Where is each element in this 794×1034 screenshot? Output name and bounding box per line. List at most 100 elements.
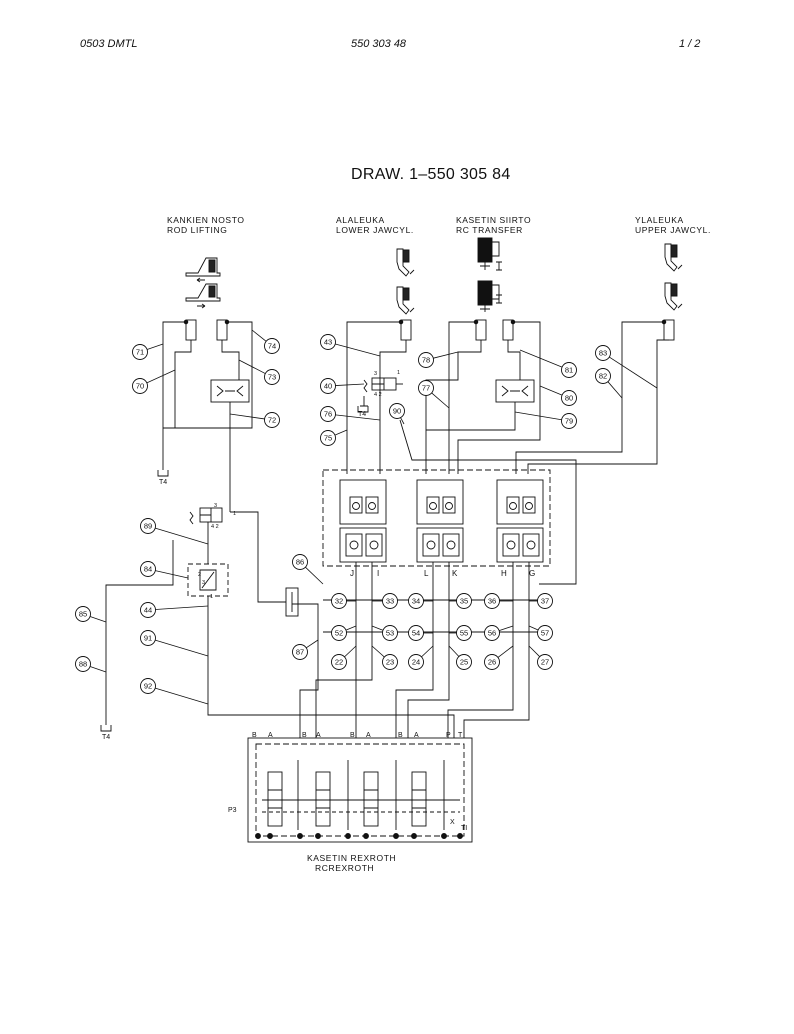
callout-leader — [498, 625, 514, 632]
callout-number: 43 — [324, 338, 332, 347]
lock-valve-left — [210, 379, 250, 403]
rexroth-spools — [262, 760, 460, 830]
callout-leader — [400, 417, 405, 425]
callout-36: 36 — [484, 593, 513, 609]
callout-number: 54 — [412, 629, 420, 638]
valve-small-label: 4 2 — [211, 524, 219, 530]
group-label-line1: KANKIEN NOSTO — [167, 215, 245, 225]
callout-number: 75 — [324, 434, 332, 443]
callout-circle — [292, 554, 308, 570]
block-port-label: A — [316, 732, 321, 739]
block-port-label: A — [366, 732, 371, 739]
tank-label: T4 — [159, 479, 167, 486]
callout-number: 88 — [79, 660, 87, 669]
callout-27: 27 — [528, 645, 553, 670]
callout-76: 76 — [320, 406, 381, 422]
callout-number: 81 — [565, 366, 573, 375]
callout-number: 32 — [335, 597, 343, 606]
callout-number: 57 — [541, 629, 549, 638]
callout-circle — [132, 378, 148, 394]
callout-number: 70 — [136, 382, 144, 391]
callout-circle — [408, 593, 424, 609]
header-center: 550 303 48 — [351, 38, 407, 50]
callout-82: 82 — [595, 368, 623, 399]
callout-number: 83 — [599, 349, 607, 358]
callout-leader — [539, 385, 563, 396]
callout-leader — [305, 566, 324, 585]
callout-number: 33 — [386, 597, 394, 606]
port-letter: J — [350, 569, 354, 578]
callout-circle — [264, 338, 280, 354]
group-label-line1: KASETIN SIIRTO — [456, 215, 532, 225]
callout-44: 44 — [140, 602, 209, 618]
callout-circle — [382, 654, 398, 670]
callout-leader — [514, 411, 562, 421]
callout-circle — [140, 561, 156, 577]
callout-number: 23 — [386, 658, 394, 667]
callout-number: 56 — [488, 629, 496, 638]
callout-circle — [389, 403, 405, 419]
drawing-title: DRAW. 1–550 305 84 — [351, 166, 511, 183]
callout-circle — [382, 625, 398, 641]
callout-circle — [456, 593, 472, 609]
callout-number: 91 — [144, 634, 152, 643]
cylinders — [185, 319, 675, 341]
group-label-line2: ROD LIFTING — [167, 225, 228, 235]
callout-leader — [371, 645, 385, 658]
callout-37: 37 — [529, 593, 553, 609]
callout-number: 55 — [460, 629, 468, 638]
block-port-label: A — [414, 732, 419, 739]
distribution-lines — [292, 562, 546, 738]
valve-small-label: 1 — [233, 511, 236, 517]
callout-79: 79 — [514, 411, 577, 429]
callout-circle — [331, 593, 347, 609]
rc-transfer-lines — [425, 321, 541, 474]
rod-lifting-lines — [162, 321, 253, 512]
callout-circle — [484, 593, 500, 609]
callout-leader — [155, 687, 209, 705]
block-port-label: TI — [461, 825, 467, 832]
callout-24: 24 — [408, 645, 434, 670]
callout-leader — [89, 666, 107, 673]
callout-leader — [155, 527, 209, 545]
callout-circle — [331, 654, 347, 670]
callout-leader — [371, 625, 384, 631]
cylinder-port-dots — [183, 319, 667, 325]
callout-circle — [320, 334, 336, 350]
block-port-label: B — [350, 732, 355, 739]
callout-circle — [75, 656, 91, 672]
callout-circle — [537, 593, 553, 609]
callout-leader — [519, 349, 563, 368]
tank-label: T4 — [358, 411, 366, 418]
callout-leader — [155, 639, 209, 657]
block-port-label: B — [398, 732, 403, 739]
callout-92: 92 — [140, 678, 209, 705]
callout-53: 53 — [371, 625, 398, 641]
callout-81: 81 — [519, 349, 577, 378]
lower-jaw-icon — [396, 248, 415, 315]
callout-circle — [140, 518, 156, 534]
callout-leader — [607, 381, 623, 399]
valve-40 — [363, 377, 397, 393]
callout-circle — [561, 362, 577, 378]
callout-88: 88 — [75, 656, 107, 673]
callout-number: 27 — [541, 658, 549, 667]
callout-74: 74 — [251, 329, 280, 354]
port-letter: L — [424, 569, 429, 578]
callout-number: 89 — [144, 522, 152, 531]
callout-circle — [320, 378, 336, 394]
callout-number: 52 — [335, 629, 343, 638]
callout-55: 55 — [449, 625, 472, 641]
callout-number: 73 — [268, 373, 276, 382]
group-label-upper-jaw: YLALEUKA UPPER JAWCYL. — [635, 215, 711, 235]
callout-number: 35 — [460, 597, 468, 606]
callout-number: 82 — [599, 372, 607, 381]
group-label-line2: UPPER JAWCYL. — [635, 225, 711, 235]
callout-number: 22 — [335, 658, 343, 667]
callout-circle — [484, 654, 500, 670]
callout-85: 85 — [75, 606, 107, 623]
group-label-rod-lifting: KANKIEN NOSTO ROD LIFTING — [167, 215, 245, 235]
callout-leader — [431, 392, 450, 409]
